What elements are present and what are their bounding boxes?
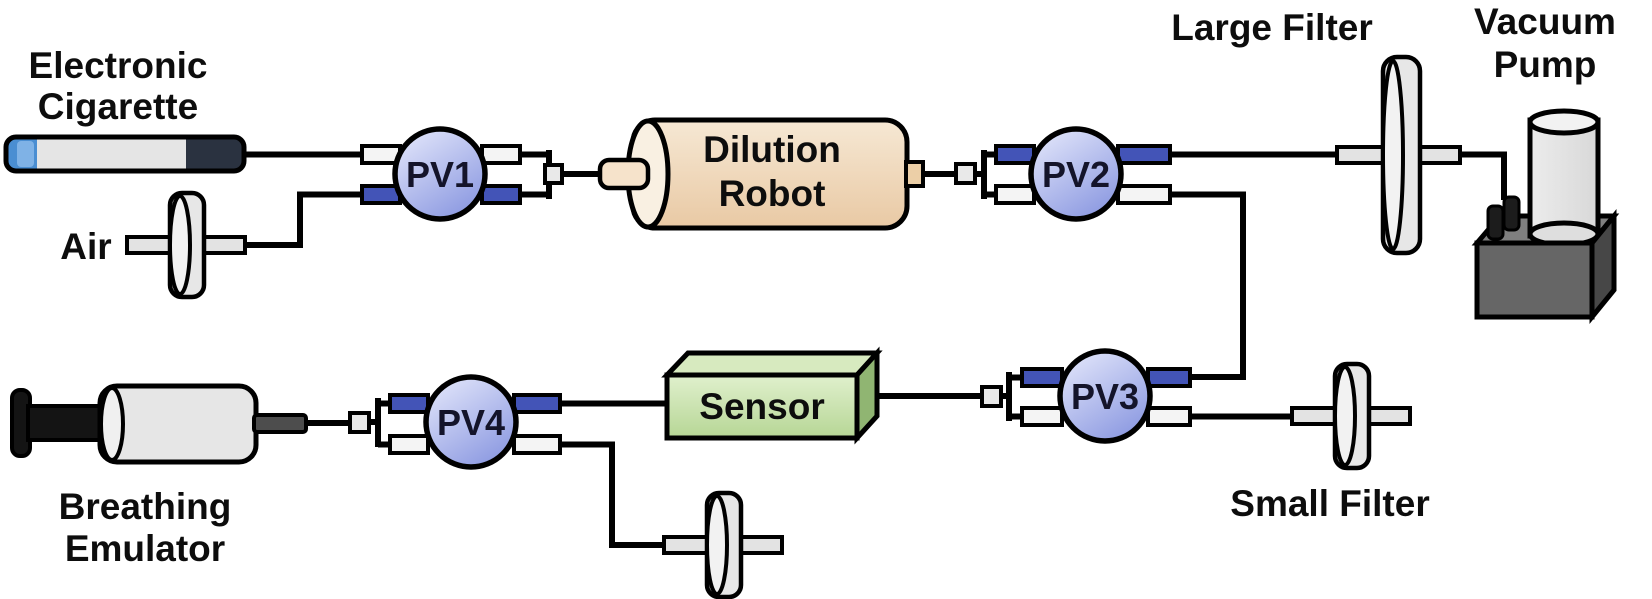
electronic-cigarette-label-line2: Cigarette	[38, 86, 198, 127]
ecig-mouthpiece	[186, 137, 244, 171]
robot-outlet-nozzle	[904, 160, 925, 188]
pv4-port-top-left	[388, 393, 430, 414]
pv2-inlet-fork	[975, 150, 1000, 199]
pv2-valve-body	[1028, 126, 1124, 222]
large-filter: Large Filter	[1171, 7, 1462, 256]
pv2-label: PV2	[1042, 154, 1110, 195]
pump-inlet-knob-right	[1502, 195, 1521, 232]
dilution-robot-label-line2: Robot	[719, 173, 826, 214]
pv1-label: PV1	[406, 154, 474, 195]
pv1-port-bottom-left	[360, 184, 402, 205]
dilution-robot-label-line1: Dilution	[703, 129, 841, 170]
sensor-top-face	[661, 350, 883, 378]
large-filter-stem-left	[1335, 145, 1387, 165]
pv2-inlet-connector	[954, 162, 977, 185]
pv2-port-bottom-right	[1116, 184, 1172, 205]
tube-pv4-to-vent-filter	[556, 441, 667, 548]
pv1-outlet-connector	[543, 163, 564, 185]
pump-box-front	[1474, 240, 1595, 320]
small-filter-label: Small Filter	[1230, 483, 1429, 524]
breathing-emulator-label-line1: Breathing	[59, 486, 232, 527]
electronic-cigarette: Electronic Cigarette	[3, 45, 247, 174]
pv3-port-top-left	[1020, 367, 1064, 388]
pv1-valve-body	[392, 126, 488, 222]
breathing-emulator-label-line2: Emulator	[65, 528, 225, 569]
pump-cylinder-top	[1527, 108, 1601, 136]
ecig-outline	[3, 134, 247, 174]
pv4-port-bottom-right	[512, 434, 562, 455]
pv4-valve-body	[423, 374, 519, 470]
pv1-port-bottom-right	[480, 184, 522, 205]
pv4-port-top-right	[512, 393, 562, 414]
valve-pv3: PV3	[980, 348, 1192, 444]
pv3-port-bottom-left	[1020, 406, 1064, 427]
breathing-emulator: Breathing Emulator	[10, 383, 308, 569]
vacuum-pump-label-line2: Pump	[1494, 44, 1597, 85]
pv3-inlet-connector	[980, 385, 1003, 408]
valve-pv4: PV4	[348, 374, 562, 470]
syringe-nozzle	[252, 413, 308, 434]
pv3-valve-body	[1057, 348, 1153, 444]
small-filter: Small Filter	[1230, 364, 1430, 524]
valve-pv1: PV1	[360, 126, 564, 222]
pv4-label: PV4	[437, 402, 505, 443]
sensor-label: Sensor	[699, 386, 824, 427]
pv4-inlet-connector	[348, 411, 371, 434]
valve-pv2: PV2	[954, 126, 1172, 222]
tube-air-to-pv1	[243, 191, 366, 248]
vacuum-pump-label-line1: Vacuum	[1474, 1, 1616, 42]
robot-inlet-nozzle	[597, 157, 651, 191]
pv3-label: PV3	[1071, 376, 1139, 417]
pv2-port-bottom-left	[994, 184, 1036, 205]
sensor-front-face	[664, 372, 860, 441]
large-filter-label: Large Filter	[1171, 7, 1373, 48]
ecig-tip-highlight	[17, 141, 34, 167]
sensor: Sensor	[661, 346, 883, 445]
air-label: Air	[60, 226, 111, 267]
tube-large-filter-to-pump	[1458, 151, 1507, 200]
pump-cylinder	[1527, 117, 1601, 239]
large-filter-stem-right	[1416, 145, 1462, 165]
dilution-robot: Dilution Robot	[597, 117, 925, 231]
syringe-barrel-rim	[99, 386, 125, 462]
air-inlet: Air	[60, 193, 245, 297]
electronic-cigarette-label-line1: Electronic	[29, 45, 208, 86]
ecig-body	[37, 137, 187, 171]
pv4-inlet-fork	[369, 398, 394, 448]
pv3-port-bottom-right	[1146, 406, 1192, 427]
pv4-port-bottom-left	[388, 434, 430, 455]
syringe-plunger-rod	[26, 404, 108, 442]
pv2-port-top-left	[994, 144, 1036, 165]
pump-box-side	[1589, 208, 1617, 325]
large-filter-disc-rim	[1381, 59, 1405, 251]
pv3-port-top-right	[1146, 367, 1192, 388]
pv1-port-top-right	[480, 144, 522, 165]
pump-inlet-knob-left	[1486, 204, 1505, 241]
vacuum-pump: Vacuum Pump	[1471, 1, 1620, 325]
tube-pv2-to-pv3	[1168, 191, 1246, 380]
pv3-inlet-fork	[1001, 372, 1026, 421]
pv2-port-top-right	[1116, 144, 1172, 165]
